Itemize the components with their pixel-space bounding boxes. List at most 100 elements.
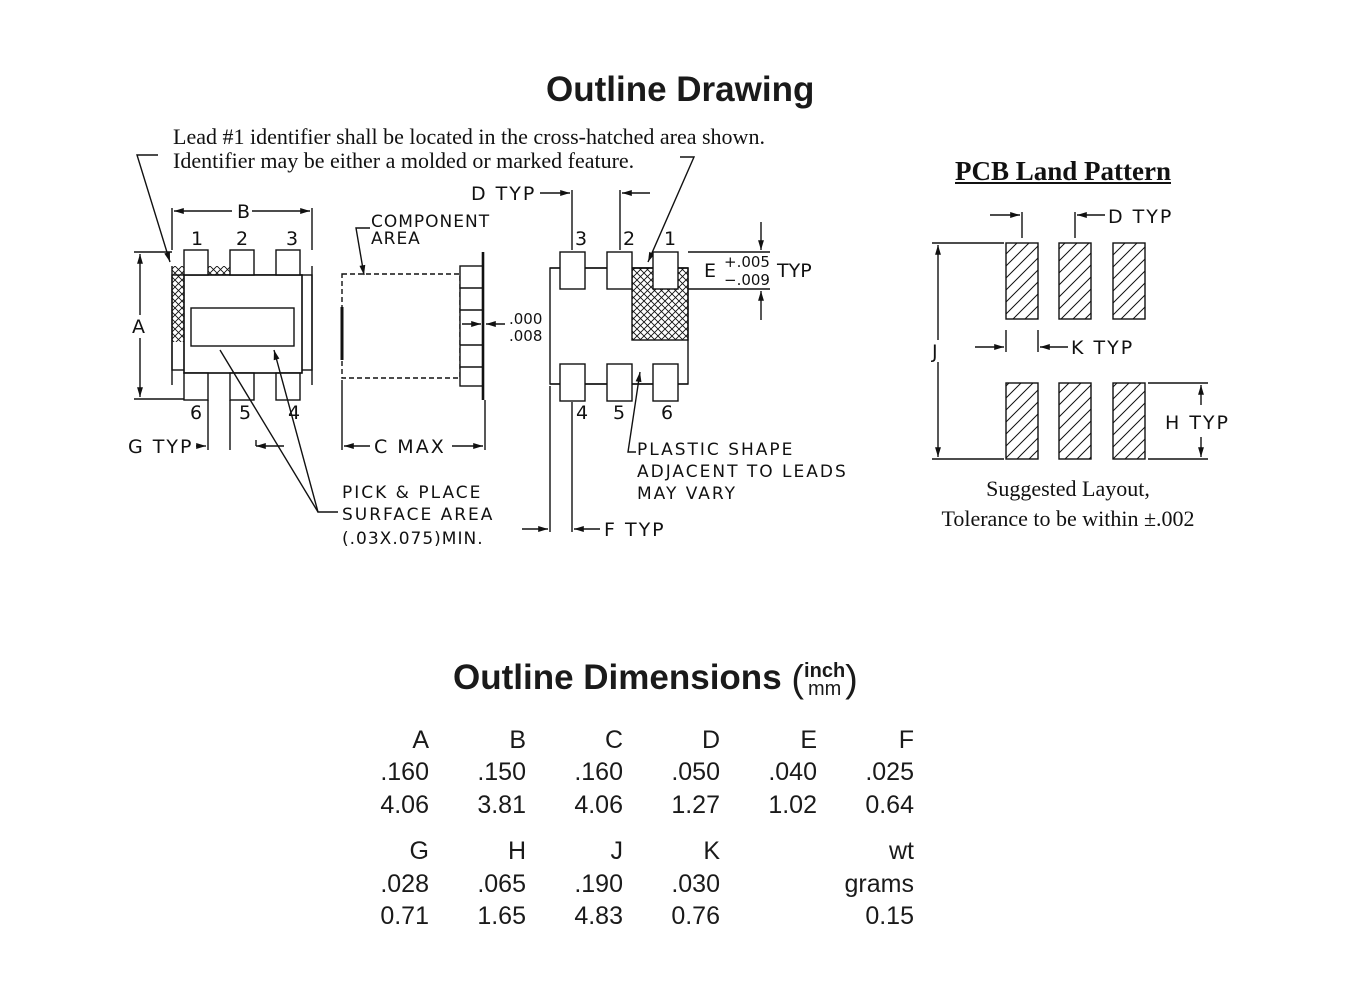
label-plastic-3: MAY VARY	[637, 484, 737, 504]
dim-cell: .025	[865, 758, 914, 787]
label-e-typ: TYP	[776, 260, 812, 282]
top-pin3: 3	[286, 228, 298, 250]
dim-cell: 4.83	[574, 902, 623, 931]
unit-open-paren: (	[791, 658, 805, 701]
dim-cell: 4.06	[380, 790, 429, 819]
dim-cell: .160	[574, 758, 623, 787]
top-pin2: 2	[236, 228, 248, 250]
label-pcb-h-typ: H TYP	[1165, 412, 1230, 434]
dim-cell: wt	[889, 837, 914, 866]
pcb-land-pattern	[1005, 242, 1146, 460]
unit-mm: mm	[807, 677, 842, 700]
dim-cell: E	[800, 725, 817, 754]
dim-cell: 1.65	[477, 902, 526, 931]
dim-cell: F	[898, 725, 914, 754]
dim-cell: 0.71	[380, 902, 429, 931]
label-e-minus: −.009	[724, 271, 770, 289]
dim-cell: 0.15	[865, 902, 914, 931]
dim-cell: G	[409, 837, 429, 866]
dim-cell: 1.27	[671, 790, 720, 819]
dim-cell: H	[507, 837, 526, 866]
dim-row-mm-1: 4.06 3.81 4.06 1.27 1.02 0.64	[332, 789, 914, 822]
lead-identifier-note: Lead #1 identifier shall be located in t…	[173, 125, 765, 173]
label-pcb-d-typ: D TYP	[1108, 206, 1173, 228]
dim-row-header-2: G H J K wt	[332, 836, 914, 869]
dimensions-table: A B C D E F .160 .150 .160 .050 .040 .02…	[332, 724, 914, 933]
bottom-pin5: 5	[613, 402, 625, 424]
label-tol-008: .008	[509, 327, 542, 345]
suggested-layout-note: Suggested Layout, Tolerance to be within…	[920, 474, 1216, 534]
dim-cell: B	[509, 725, 526, 754]
bottom-pin1: 1	[664, 228, 676, 250]
top-pin5: 5	[239, 402, 251, 424]
suggested-layout-line2: Tolerance to be within ±.002	[941, 506, 1195, 531]
lead-identifier-note-line1: Lead #1 identifier shall be located in t…	[173, 124, 765, 149]
label-c-max: C MAX	[374, 436, 446, 458]
pick-place-area	[190, 307, 295, 347]
bottom-pin3: 3	[575, 228, 587, 250]
label-d-typ: D TYP	[471, 183, 536, 205]
top-pin6: 6	[190, 402, 202, 424]
label-component: COMPONENT	[371, 212, 490, 232]
label-pcb-k-typ: K TYP	[1071, 337, 1134, 359]
suggested-layout-line1: Suggested Layout,	[986, 476, 1150, 501]
outline-drawing-title: Outline Drawing	[546, 70, 815, 109]
dim-cell: .050	[671, 758, 720, 787]
dim-cell: 0.76	[671, 902, 720, 931]
side-view	[340, 252, 485, 400]
dim-cell: C	[604, 725, 623, 754]
pcb-land-pattern-title: PCB Land Pattern	[955, 156, 1171, 186]
pin1-hatch-area	[172, 266, 184, 342]
dim-row-inch-2: .028 .065 .190 .030 grams	[332, 868, 914, 901]
label-f-typ: F TYP	[604, 519, 666, 541]
dim-cell: D	[701, 725, 720, 754]
bottom-pin6: 6	[661, 402, 673, 424]
dim-cell: .065	[477, 869, 526, 898]
lead-identifier-note-line2: Identifier may be either a molded or mar…	[173, 148, 635, 173]
dim-cell: 1.02	[768, 790, 817, 819]
label-e: E	[704, 260, 716, 282]
bottom-pin4: 4	[576, 402, 588, 424]
label-plastic-1: PLASTIC SHAPE	[637, 440, 794, 460]
dim-cell: J	[610, 837, 624, 866]
outline-dimensions-label: Outline Dimensions	[453, 658, 782, 697]
dim-cell: 0.64	[865, 790, 914, 819]
bottom-view	[549, 251, 689, 402]
lead1-leader-left	[136, 154, 171, 263]
dim-cell: grams	[844, 869, 914, 898]
dim-cell: .030	[671, 869, 720, 898]
top-pin1: 1	[191, 228, 203, 250]
dim-cell: 3.81	[477, 790, 526, 819]
label-pick-place-1: PICK & PLACE	[342, 483, 482, 503]
dim-cell: .040	[768, 758, 817, 787]
unit-close-paren: )	[845, 658, 858, 701]
label-area: AREA	[371, 229, 421, 249]
top-pin4: 4	[288, 402, 300, 424]
dim-cell: K	[703, 837, 720, 866]
label-e-plus: +.005	[724, 253, 770, 271]
dim-row-header-1: A B C D E F	[332, 724, 914, 757]
bottom-pin2: 2	[623, 228, 635, 250]
label-g-typ: G TYP	[128, 436, 193, 458]
label-pcb-j: J	[931, 341, 938, 363]
label-plastic-2: ADJACENT TO LEADS	[637, 462, 848, 482]
top-view	[171, 249, 313, 401]
label-a: A	[132, 316, 145, 338]
label-tol-000: .000	[509, 310, 542, 328]
label-b: B	[237, 201, 250, 223]
unit-inch: inch	[804, 659, 846, 682]
dim-row-inch-1: .160 .150 .160 .050 .040 .025	[332, 757, 914, 790]
dim-cell: 4.06	[574, 790, 623, 819]
dim-cell: A	[412, 725, 429, 754]
label-pick-place-3: (.03X.075)MIN.	[342, 529, 484, 549]
dim-cell: .160	[380, 758, 429, 787]
dim-cell: .190	[574, 869, 623, 898]
dim-cell: .150	[477, 758, 526, 787]
label-pick-place-2: SURFACE AREA	[342, 505, 494, 525]
lead1-leader-right	[647, 156, 696, 263]
dim-cell: .028	[380, 869, 429, 898]
dim-row-mm-2: 0.71 1.65 4.83 0.76 0.15	[332, 901, 914, 934]
